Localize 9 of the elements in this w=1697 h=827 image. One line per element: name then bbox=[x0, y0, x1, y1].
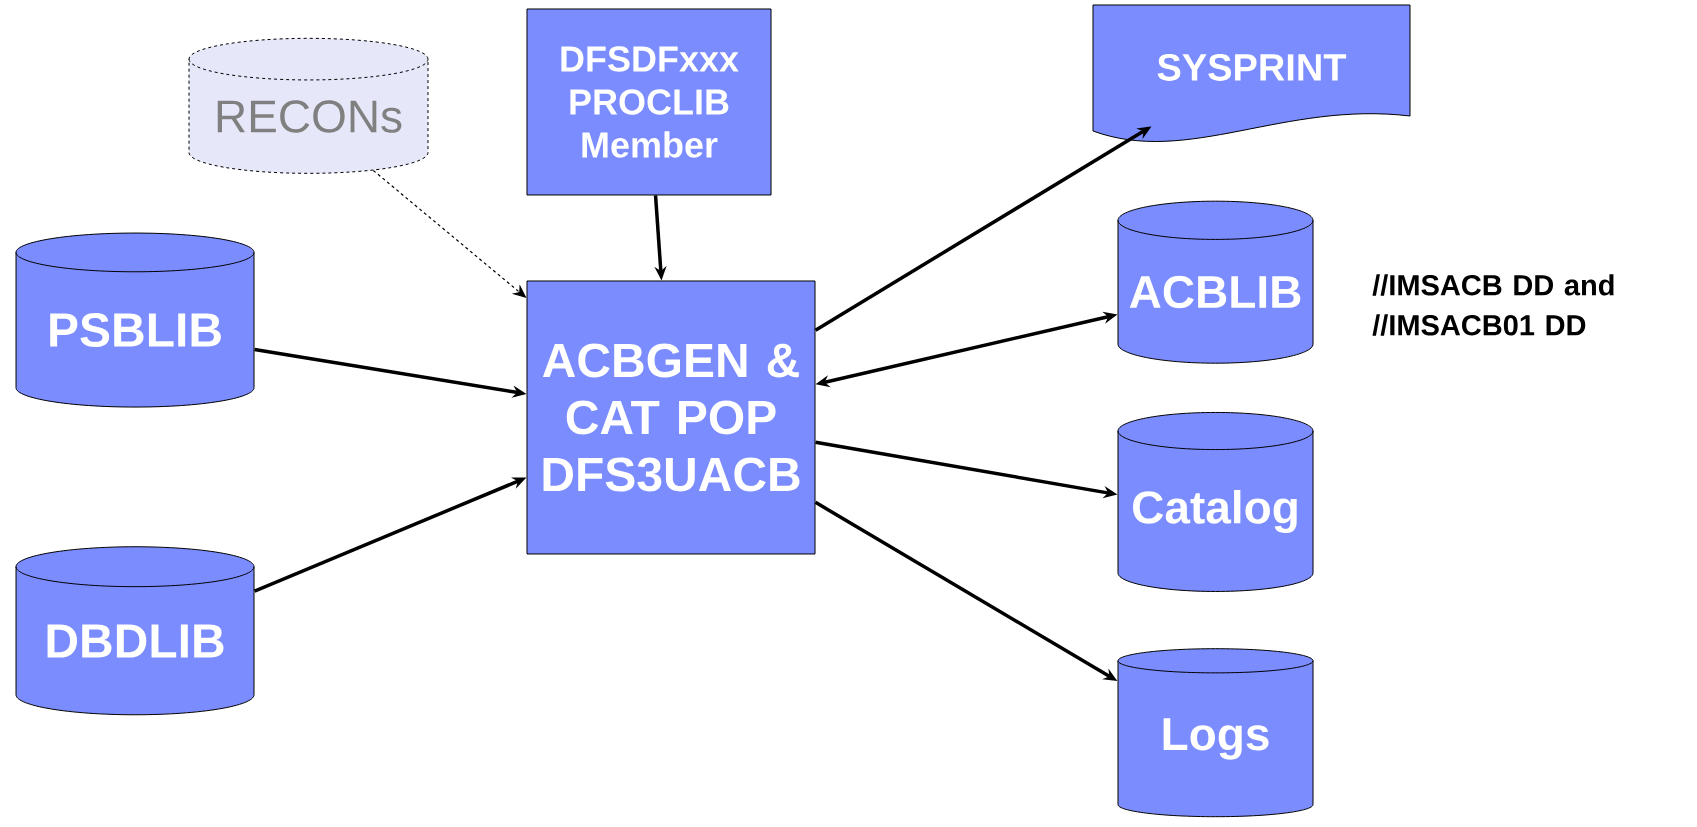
database-cylinder: Logs bbox=[1117, 648, 1314, 818]
process-box: DFSDFxxx PROCLIB Member bbox=[526, 8, 772, 196]
database-cylinder: PSBLIB bbox=[15, 232, 255, 408]
database-cylinder: ACBLIB bbox=[1117, 200, 1314, 364]
side-note: //IMSACB DD and //IMSACB01 DD bbox=[1372, 274, 1614, 336]
process-box: ACBGEN & CAT POP DFS3UACB bbox=[526, 280, 816, 555]
database-cylinder: RECONs bbox=[188, 37, 429, 174]
database-cylinder: Catalog bbox=[1117, 411, 1314, 592]
database-cylinder: DBDLIB bbox=[15, 546, 255, 716]
